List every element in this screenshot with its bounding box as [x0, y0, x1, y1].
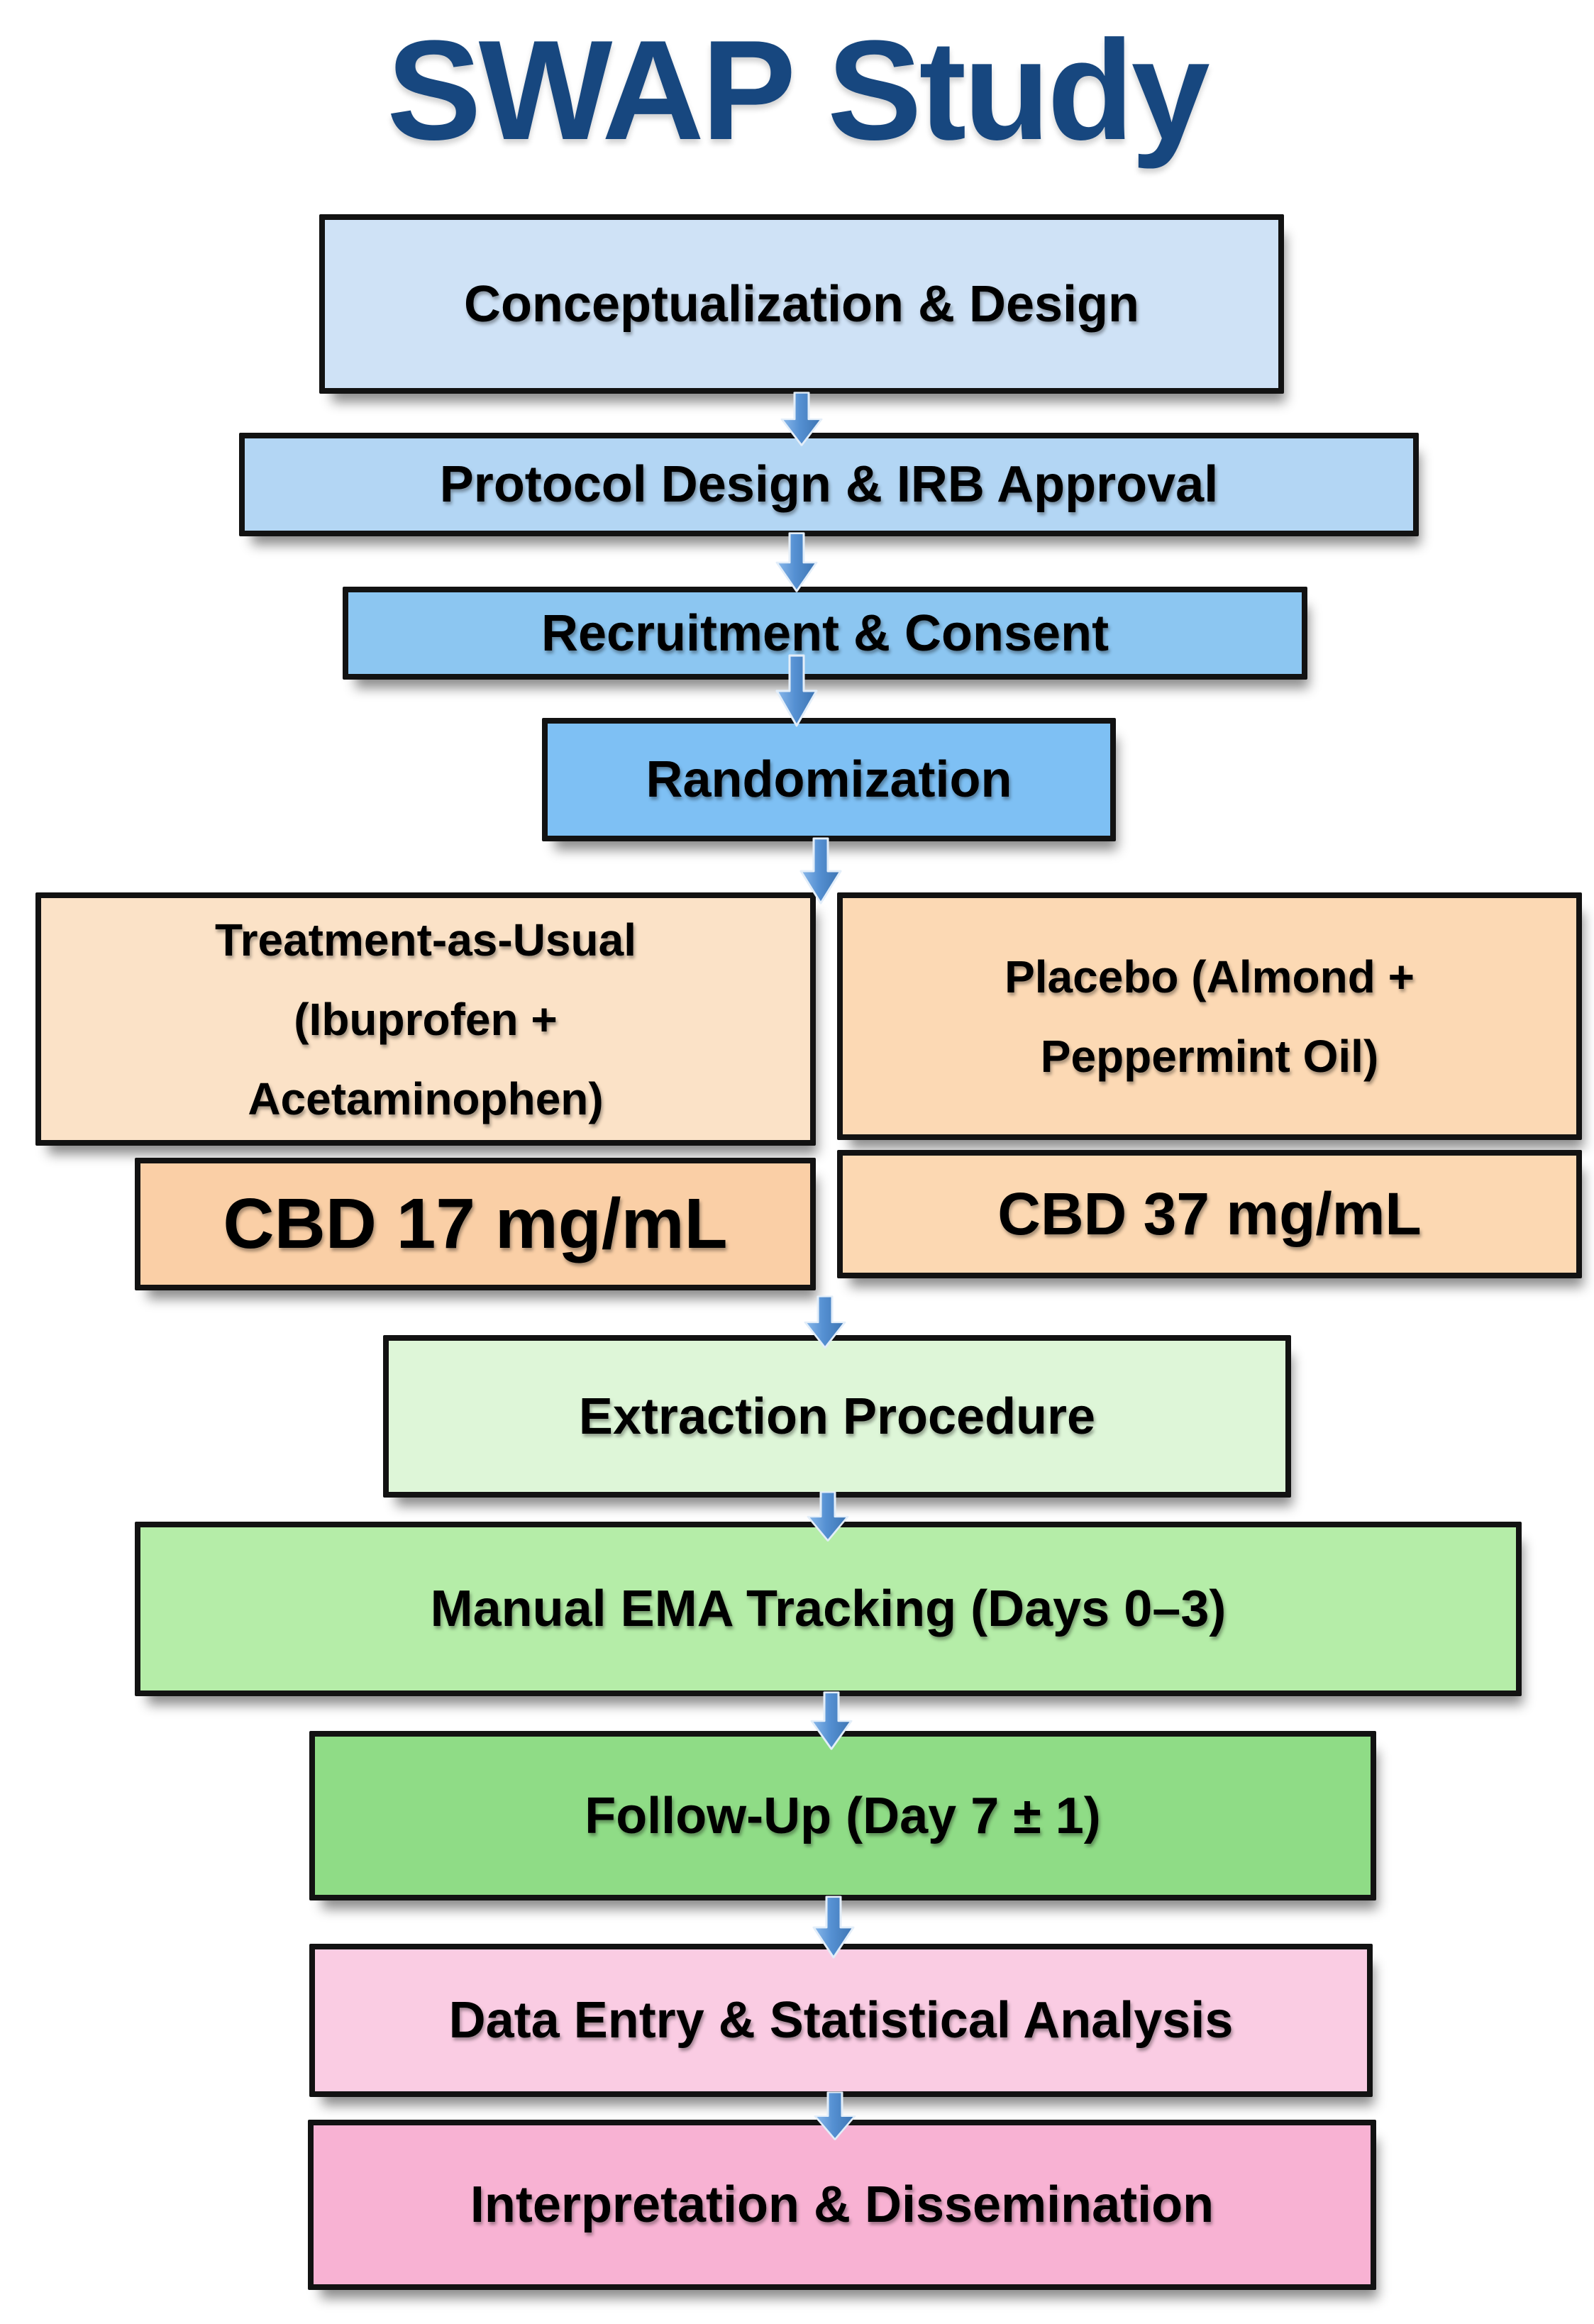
page-title: SWAP Study [387, 11, 1210, 170]
down-arrow [810, 1691, 853, 1750]
node-label: Randomization [646, 751, 1012, 808]
node-label: Manual EMA Tracking (Days 0–3) [430, 1581, 1227, 1637]
down-arrow [807, 1491, 849, 1542]
node-interpretation-dissemination: Interpretation & Dissemination [308, 2120, 1376, 2290]
node-label: Data Entry & Statistical Analysis [448, 1992, 1234, 2049]
node-label: Interpretation & Dissemination [470, 2176, 1214, 2233]
node-placebo: Placebo (Almond + Peppermint Oil) [837, 892, 1582, 1140]
node-protocol-irb: Protocol Design & IRB Approval [239, 433, 1419, 536]
down-arrow [799, 837, 842, 904]
node-cbd-17: CBD 17 mg/mL [135, 1158, 816, 1290]
node-label: Recruitment & Consent [541, 604, 1109, 662]
down-arrow [804, 1295, 846, 1349]
node-label: CBD 37 mg/mL [997, 1180, 1422, 1247]
down-arrow [814, 2091, 856, 2140]
node-recruitment-consent: Recruitment & Consent [343, 587, 1307, 680]
node-label: CBD 17 mg/mL [223, 1184, 728, 1263]
node-label: Extraction Procedure [578, 1388, 1096, 1445]
node-label: Conceptualization & Design [463, 275, 1140, 333]
node-randomization: Randomization [542, 718, 1116, 841]
node-treatment-as-usual: Treatment-as-Usual (Ibuprofen + Acetamin… [35, 892, 816, 1146]
node-ema-tracking: Manual EMA Tracking (Days 0–3) [135, 1522, 1522, 1696]
node-data-entry-analysis: Data Entry & Statistical Analysis [309, 1944, 1373, 2097]
node-cbd-37: CBD 37 mg/mL [837, 1150, 1582, 1278]
node-label: Follow-Up (Day 7 ± 1) [585, 1787, 1101, 1844]
node-follow-up: Follow-Up (Day 7 ± 1) [309, 1731, 1376, 1900]
node-extraction-procedure: Extraction Procedure [383, 1335, 1291, 1498]
down-arrow [780, 392, 823, 446]
node-label: Placebo (Almond + Peppermint Oil) [1004, 951, 1415, 1082]
down-arrow [812, 1896, 855, 1959]
node-label: Protocol Design & IRB Approval [439, 456, 1219, 513]
node-conceptualization: Conceptualization & Design [319, 214, 1284, 394]
down-arrow [775, 654, 818, 727]
down-arrow [775, 532, 818, 592]
node-label: Treatment-as-Usual (Ibuprofen + Acetamin… [215, 914, 636, 1124]
